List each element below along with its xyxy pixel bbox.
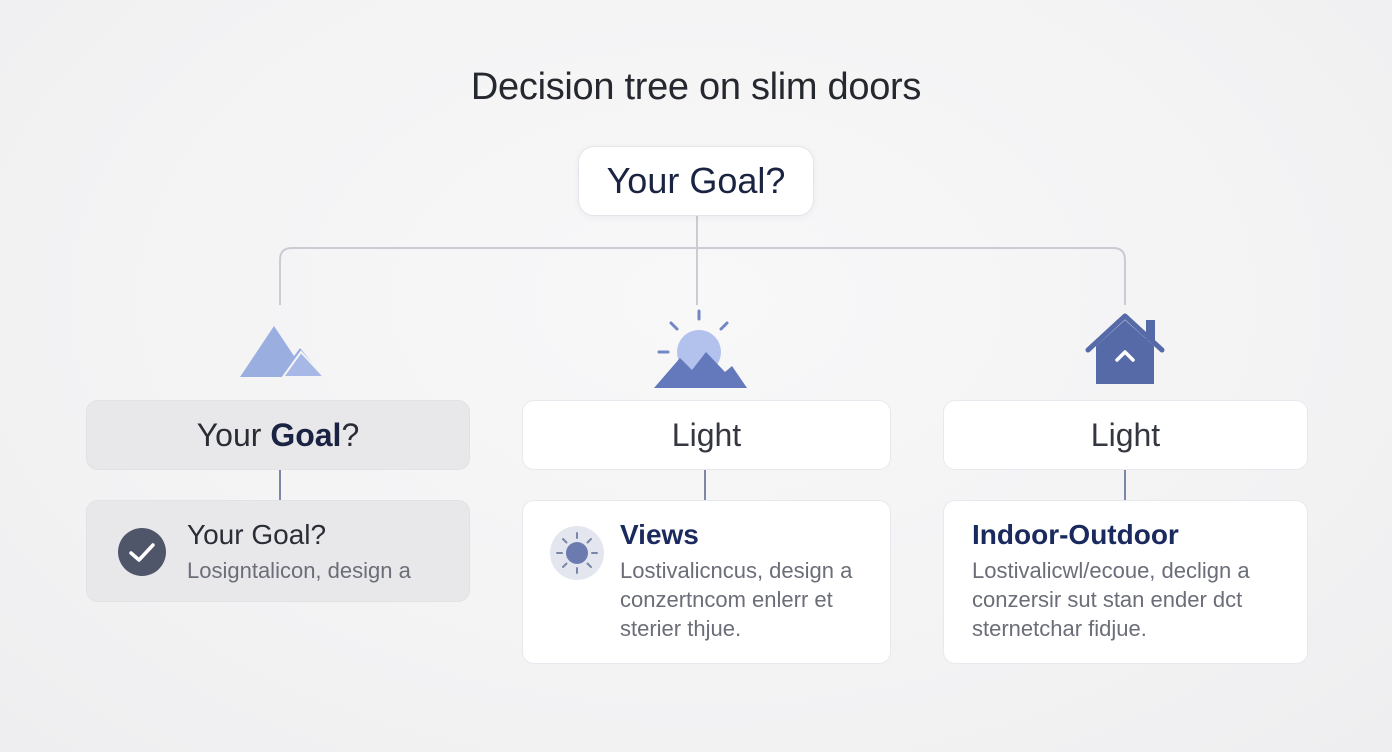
branch-light-node-2[interactable]: Light (943, 400, 1308, 470)
goal-card-desc-line-1: Losigntalicon, design a (187, 558, 411, 583)
views-card-desc-line-3: sterier thjue. (620, 616, 742, 641)
indoor-outdoor-card-desc-line-3: sternetchar fidjue. (972, 616, 1147, 641)
connector-bus (279, 247, 1126, 305)
indoor-outdoor-card-desc-line-2: conzersir sut stan ender dct (972, 587, 1243, 612)
indoor-outdoor-card[interactable]: Indoor-Outdoor Lostivalicwl/ecoue, decli… (943, 500, 1308, 664)
mountains-icon (240, 326, 326, 378)
house-icon (1085, 313, 1165, 384)
root-node-label: Your Goal? (606, 160, 786, 201)
sun-badge-icon (550, 526, 604, 580)
views-card-title: Views (620, 519, 699, 550)
views-card[interactable]: Views Lostivalicncus, design a conzertnc… (522, 500, 891, 664)
branch-light-node-1[interactable]: Light (522, 400, 891, 470)
root-node[interactable]: Your Goal? (578, 146, 814, 216)
branch-goal-node[interactable]: Your Goal? (86, 400, 470, 470)
indoor-outdoor-card-desc-line-1: Lostivalicwl/ecoue, declign a (972, 558, 1250, 583)
branch-goal-label-part-2: Goal (270, 416, 342, 453)
branch-light-label-2: Light (1090, 416, 1161, 453)
sunrise-over-mountains-icon (654, 309, 747, 388)
views-card-desc-line-1: Lostivalicncus, design a (620, 558, 853, 583)
indoor-outdoor-card-title: Indoor-Outdoor (972, 519, 1179, 550)
branch-light-label-1: Light (671, 416, 742, 453)
goal-card[interactable]: Your Goal? Losigntalicon, design a (86, 500, 470, 602)
branch-goal-label-part-1: Your (196, 416, 271, 453)
branch-goal-label-part-3: ? (341, 416, 360, 453)
goal-card-title: Your Goal? (187, 519, 327, 550)
views-card-desc-line-2: conzertncom enlerr et (620, 587, 833, 612)
checkmark-icon (118, 528, 166, 576)
diagram-title: Decision tree on slim doors (470, 66, 922, 108)
